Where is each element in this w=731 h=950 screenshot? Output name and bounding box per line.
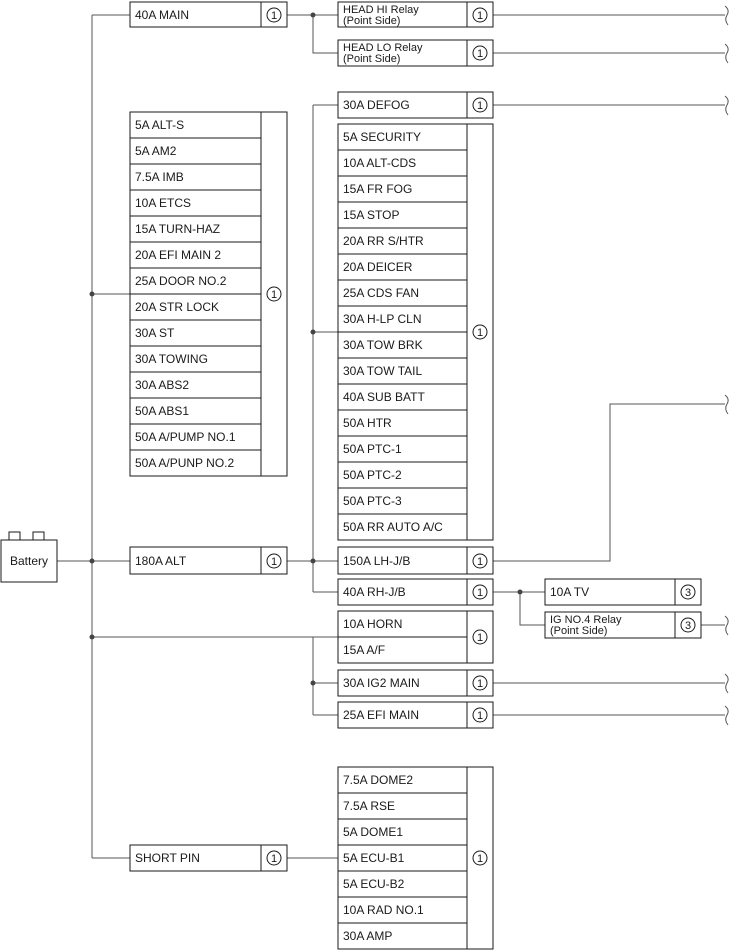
- fuse-label: SHORT PIN: [135, 851, 200, 865]
- head-lo-relay: HEAD LO Relay (Point Side) 1: [337, 39, 494, 67]
- relay-label-line1: HEAD HI Relay: [343, 4, 419, 16]
- fuse-row-label: 5A ECU-B1: [343, 851, 405, 865]
- circled-three-badge: 3: [685, 587, 691, 599]
- battery: Battery: [0, 531, 58, 583]
- fuse-row-label: 7.5A DOME2: [343, 773, 413, 787]
- fuse-label: 30A DEFOG: [343, 98, 410, 112]
- fuse-row-label: 15A TURN-HAZ: [135, 222, 220, 236]
- fuse-row-label: 30A AMP: [343, 929, 392, 943]
- fuse-row-label: 15A A/F: [343, 643, 385, 657]
- fuse-group-left: 5A ALT-S 5A AM2 7.5A IMB 10A ETCS 15A TURN-H…: [129, 111, 288, 477]
- fuse-25a-efi-main: 25A EFI MAIN 1: [337, 701, 494, 729]
- fuse-row-label: 50A PTC-2: [343, 468, 402, 482]
- fuse-group-horn: 10A HORN 15A A/F 1: [337, 610, 494, 664]
- fuse-row-label: 5A DOME1: [343, 825, 403, 839]
- fuse-group-bottom: 7.5A DOME2 7.5A RSE 5A DOME1 5A ECU-B1 5A EC…: [337, 766, 494, 950]
- fuse-group-middle: 5A SECURITY 10A ALT-CDS 15A FR FOG 15A STOP…: [337, 123, 494, 541]
- relay-label-line1: HEAD LO Relay: [343, 42, 423, 54]
- circled-one-badge: 1: [477, 10, 483, 22]
- relay-label-line2: (Point Side): [343, 15, 400, 27]
- circled-one-badge: 1: [477, 632, 483, 644]
- relay-label-line2: (Point Side): [343, 53, 400, 65]
- fuse-row-label: 50A A/PUNP NO.2: [135, 456, 234, 470]
- fuse-label: 10A TV: [550, 585, 589, 599]
- head-hi-relay: HEAD HI Relay (Point Side) 1: [337, 1, 494, 28]
- fuse-row-label: 50A PTC-1: [343, 442, 402, 456]
- fuse-label: 25A EFI MAIN: [343, 708, 419, 722]
- fuse-row-label: 5A SECURITY: [343, 130, 421, 144]
- fuse-40a-main: 40A MAIN 1: [129, 1, 288, 28]
- fuse-row-label: 20A EFI MAIN 2: [135, 248, 221, 262]
- circled-one-badge: 1: [477, 556, 483, 568]
- fuse-row-label: 20A STR LOCK: [135, 300, 219, 314]
- circled-one-badge: 1: [271, 556, 277, 568]
- fuse-row-label: 7.5A IMB: [135, 170, 184, 184]
- relay-label-line1: IG NO.4 Relay: [550, 614, 622, 626]
- fuse-row-label: 7.5A RSE: [343, 799, 395, 813]
- circled-one-badge: 1: [477, 48, 483, 60]
- circled-one-badge-ring: [472, 850, 488, 866]
- continuation-marks: [724, 5, 729, 726]
- fuse-150a-lh-jb: 150A LH-J/B 1: [337, 546, 494, 575]
- relay-label-line2: (Point Side): [550, 625, 607, 637]
- fuse-row-label: 25A CDS FAN: [343, 286, 419, 300]
- short-pin: SHORT PIN 1: [129, 844, 288, 872]
- circled-one-badge: 1: [477, 678, 483, 690]
- fuse-row-label: 5A AM2: [135, 144, 177, 158]
- fuse-40a-rh-jb: 40A RH-J/B 1: [337, 578, 494, 606]
- fuse-row-label: 50A RR AUTO A/C: [343, 520, 443, 534]
- fuse-row-label: 15A STOP: [343, 208, 399, 222]
- circled-one-badge: 1: [477, 853, 483, 865]
- fuse-row-label: 10A ETCS: [135, 196, 191, 210]
- circled-one-badge: 1: [271, 289, 277, 301]
- wires: [57, 14, 725, 859]
- battery-label: Battery: [10, 554, 48, 568]
- fuse-10a-tv: 10A TV 3: [544, 578, 702, 606]
- fuse-row-label: 5A ECU-B2: [343, 877, 405, 891]
- fuse-row-label: 20A RR S/HTR: [343, 234, 424, 248]
- fuse-row-label: 30A ABS2: [135, 378, 189, 392]
- fuse-row-label: 30A TOW TAIL: [343, 364, 422, 378]
- ig-no4-relay: IG NO.4 Relay (Point Side) 3: [544, 611, 702, 639]
- fuse-row-label: 15A FR FOG: [343, 182, 412, 196]
- fuse-row-label: 50A PTC-3: [343, 494, 402, 508]
- circled-one-badge-ring: [472, 629, 488, 645]
- fuse-row-label: 30A TOW BRK: [343, 338, 423, 352]
- fuse-row-label: 50A HTR: [343, 416, 392, 430]
- circled-one-badge: 1: [477, 587, 483, 599]
- fuse-row-label: 10A ALT-CDS: [343, 156, 416, 170]
- fuse-label: 40A RH-J/B: [343, 585, 406, 599]
- circled-one-badge: 1: [271, 10, 277, 22]
- circled-one-badge-ring: [266, 286, 282, 302]
- fuse-row-label: 20A DEICER: [343, 260, 413, 274]
- fuse-label: 30A IG2 MAIN: [343, 676, 420, 690]
- fuse-row-label: 30A TOWING: [135, 352, 208, 366]
- circled-one-badge: 1: [477, 327, 483, 339]
- fuse-row-label: 50A A/PUMP NO.1: [135, 430, 236, 444]
- fuse-row-label: 30A ST: [135, 326, 175, 340]
- circled-one-badge: 1: [477, 100, 483, 112]
- circled-one-badge: 1: [271, 853, 277, 865]
- fuse-180a-alt: 180A ALT 1: [129, 546, 288, 575]
- fuse-30a-defog: 30A DEFOG 1: [337, 91, 494, 119]
- circled-one-badge: 1: [477, 710, 483, 722]
- fuse-row-label: 10A RAD NO.1: [343, 903, 424, 917]
- fuse-row-label: 50A ABS1: [135, 404, 189, 418]
- fuse-label: 40A MAIN: [135, 8, 189, 22]
- fuse-row-label: 5A ALT-S: [135, 118, 184, 132]
- fuse-row-label: 30A H-LP CLN: [343, 312, 422, 326]
- fuse-30a-ig2-main: 30A IG2 MAIN 1: [337, 669, 494, 697]
- fuse-row-label: 10A HORN: [343, 617, 402, 631]
- fuse-label: 180A ALT: [135, 554, 187, 568]
- fuse-row-label: 25A DOOR NO.2: [135, 274, 227, 288]
- circled-three-badge: 3: [685, 620, 691, 632]
- junction-dots: [89, 12, 523, 686]
- fuse-row-label: 40A SUB BATT: [343, 390, 425, 404]
- circled-one-badge-ring: [472, 324, 488, 340]
- fuse-label: 150A LH-J/B: [343, 554, 410, 568]
